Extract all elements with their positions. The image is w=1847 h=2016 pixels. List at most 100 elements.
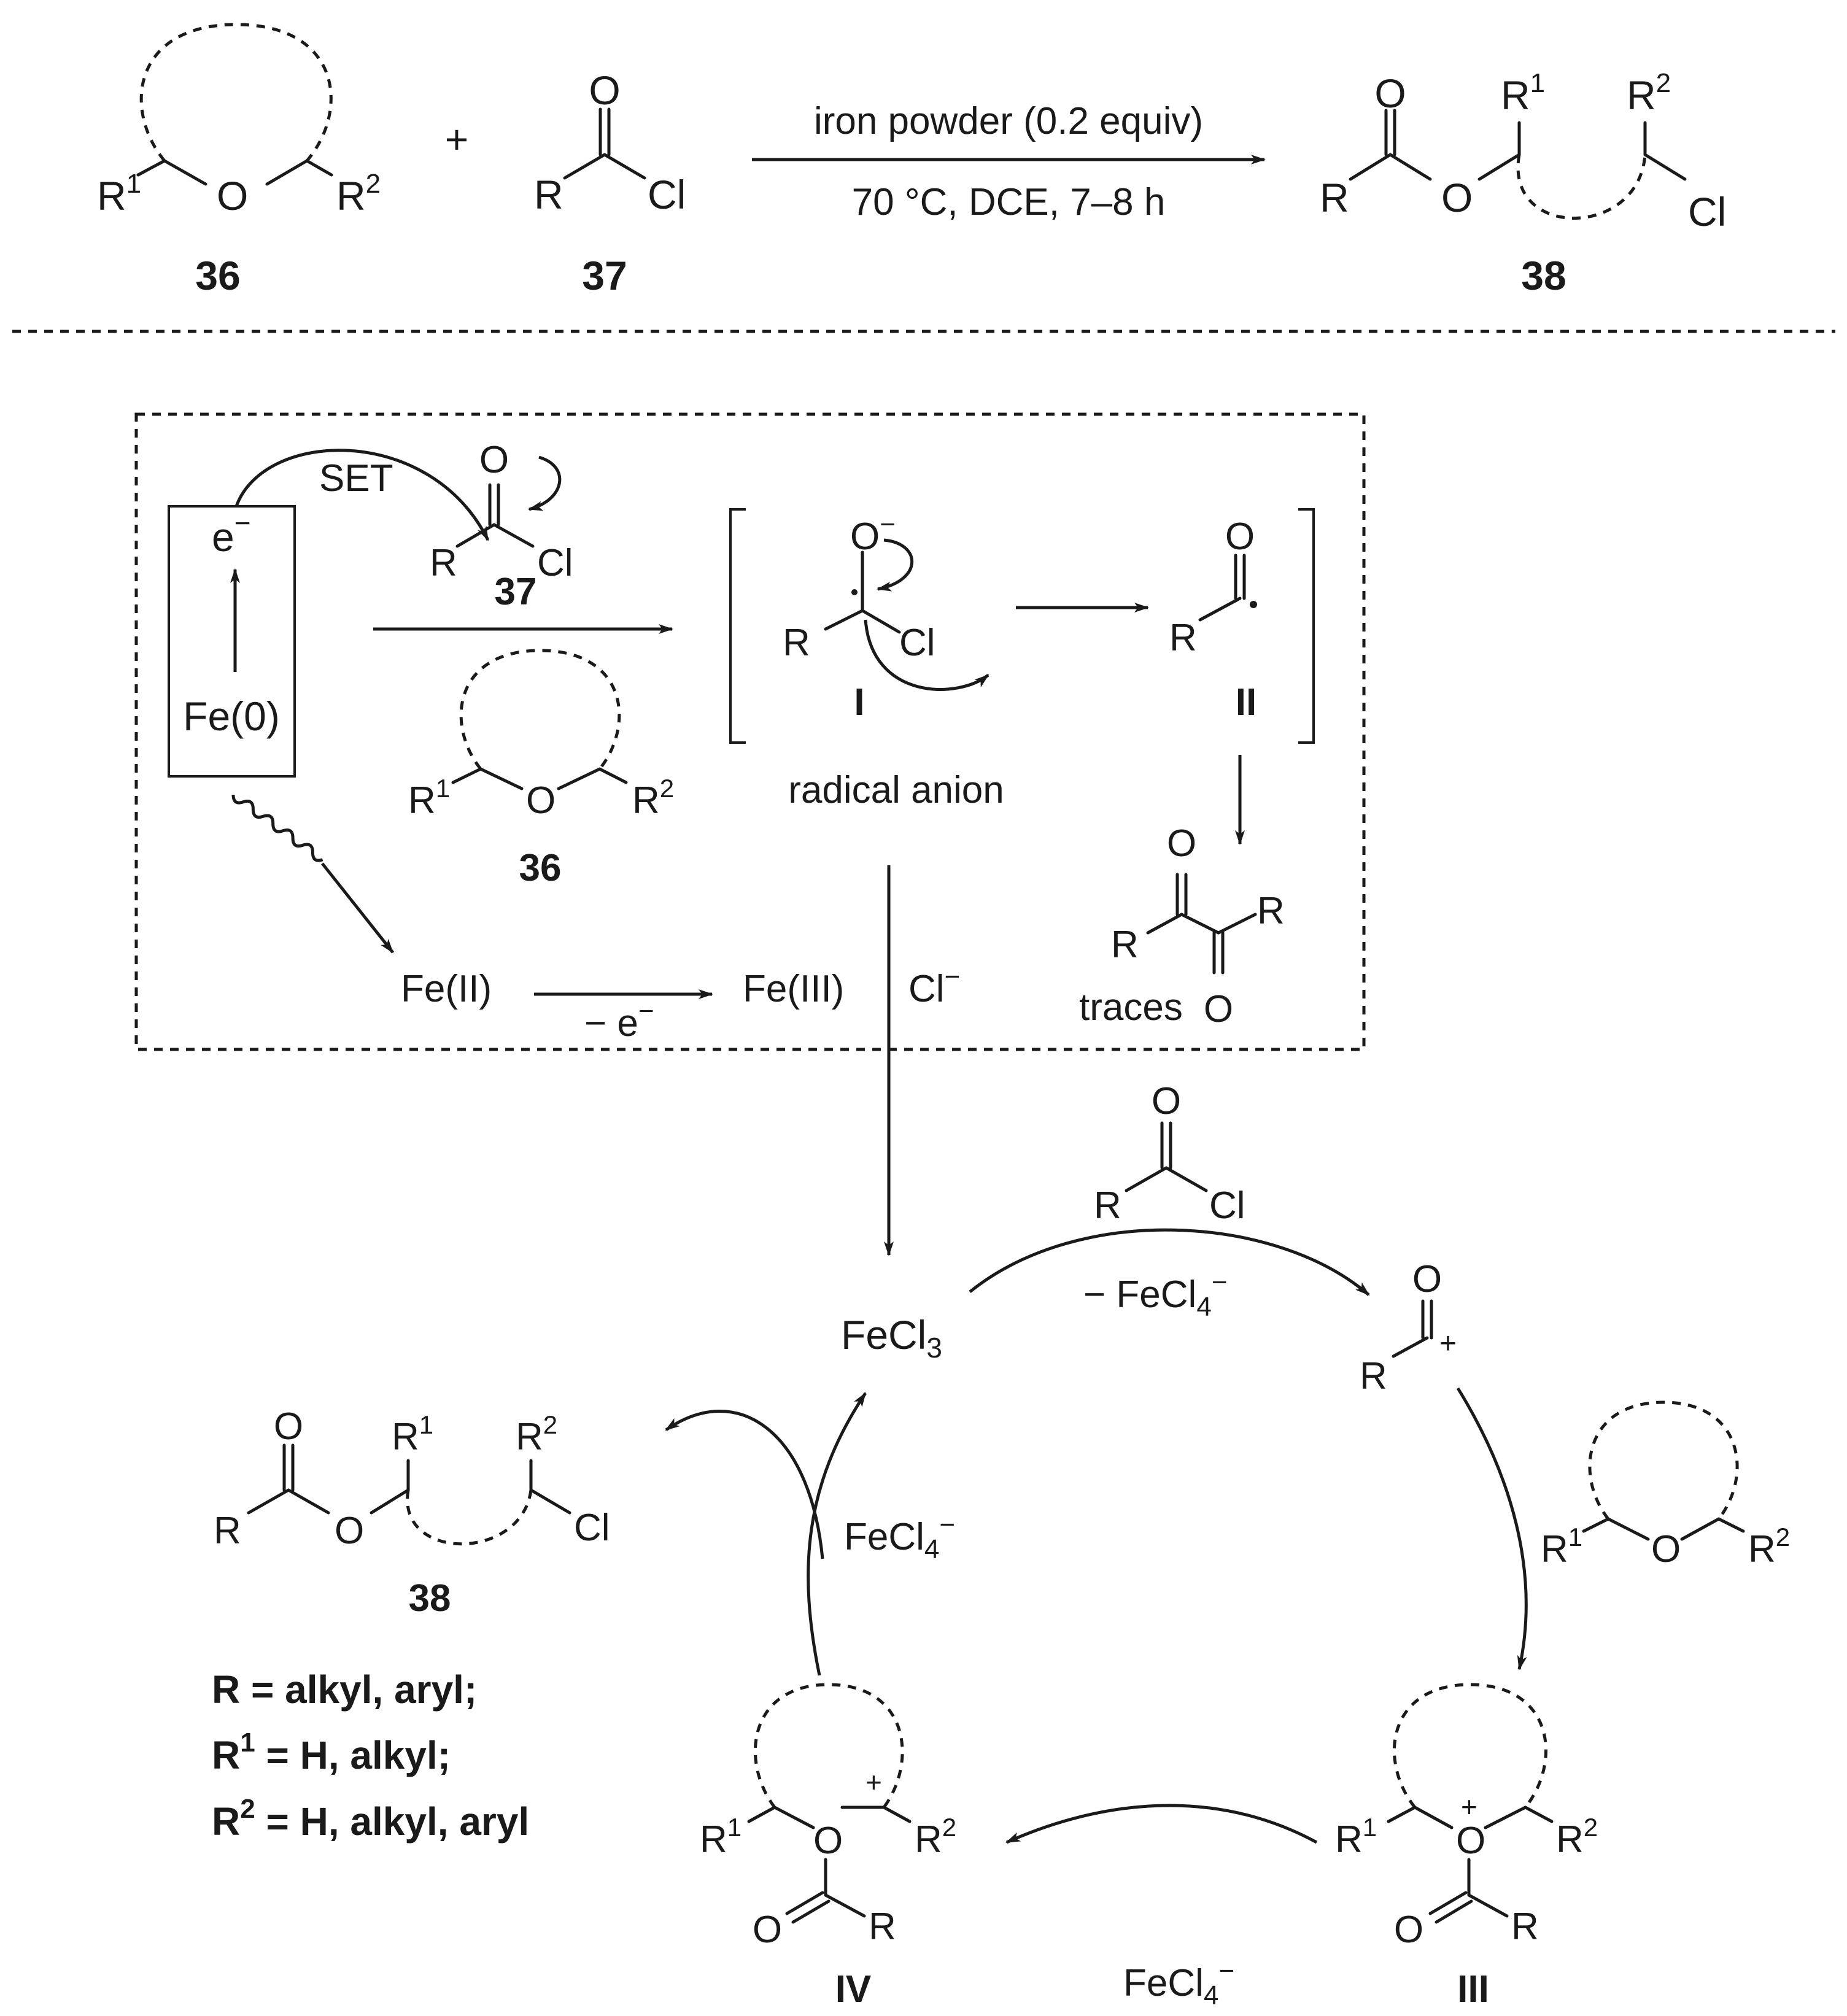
chlorine-label: Cl bbox=[648, 172, 686, 217]
r-label: R bbox=[1094, 1184, 1121, 1227]
r-label-2: R bbox=[1257, 890, 1285, 932]
ether-oxygen: O bbox=[526, 779, 556, 822]
compound-38-top: O R O R1 R2 Cl 38 bbox=[1320, 68, 1726, 298]
cycle-acyl-chloride: O R Cl bbox=[1094, 1080, 1245, 1227]
legend-line-r: R = alkyl, aryl; bbox=[212, 1667, 477, 1712]
carbocation-charge: + bbox=[865, 1766, 882, 1798]
ester-oxygen: O bbox=[335, 1510, 364, 1552]
label-III: III bbox=[1457, 1968, 1489, 2010]
product-release-arrow bbox=[665, 1410, 824, 1559]
radical-dot bbox=[851, 589, 858, 595]
r2-label: R2 bbox=[1627, 68, 1671, 118]
oxonium-oxygen: O bbox=[1456, 1820, 1485, 1862]
radical-dot bbox=[1250, 601, 1257, 608]
intermediate-IV: R1 O + R2 O R IV bbox=[700, 1683, 956, 2010]
compound-37-top: O R Cl 37 bbox=[534, 68, 686, 298]
label-II: II bbox=[1236, 681, 1257, 724]
intermediate-II: O R II bbox=[1169, 516, 1257, 724]
r-label: R bbox=[1169, 617, 1197, 659]
carbonyl-oxygen: O bbox=[1412, 1258, 1442, 1300]
iron-surface: e− Fe(0) bbox=[168, 505, 296, 778]
radical-anion-label: radical anion bbox=[788, 769, 1004, 811]
compound-number-37: 37 bbox=[495, 571, 537, 613]
r-label: R bbox=[1511, 1906, 1539, 1948]
acylium-charge: + bbox=[1439, 1327, 1457, 1360]
r2-label: R2 bbox=[516, 1410, 557, 1458]
ether-attack-arrow bbox=[1456, 1387, 1528, 1670]
compound-number-36: 36 bbox=[519, 847, 562, 889]
mechanism-box bbox=[134, 412, 1366, 1051]
fe-dissolution-arrow bbox=[321, 862, 394, 954]
r-label: R bbox=[534, 172, 563, 217]
label-I: I bbox=[854, 681, 864, 724]
r2-label: R2 bbox=[1556, 1813, 1598, 1861]
fecl4-bottom-label: FeCl4− bbox=[1123, 1956, 1234, 2010]
compound-number-38: 38 bbox=[1521, 253, 1566, 298]
ether-oxygen: O bbox=[1651, 1528, 1681, 1570]
electron-push-arrow bbox=[877, 538, 914, 592]
chlorine-label: Cl bbox=[1688, 189, 1726, 234]
conditions-above: iron powder (0.2 equiv) bbox=[814, 100, 1203, 142]
plus-sign: + bbox=[445, 117, 469, 162]
compound-number-36: 36 bbox=[195, 253, 240, 298]
conditions-below: 70 °C, DCE, 7–8 h bbox=[852, 181, 1166, 223]
iron-surface-box bbox=[168, 505, 296, 778]
chlorine-label: Cl bbox=[574, 1507, 610, 1549]
fe-ii-label: Fe(II) bbox=[401, 968, 492, 1010]
fe0-label: Fe(0) bbox=[183, 693, 280, 739]
r1-label: R1 bbox=[1335, 1813, 1377, 1861]
chloride-label: Cl− bbox=[908, 962, 960, 1010]
substituent-legend: R = alkyl, aryl; R1 = H, alkyl; R2 = H, … bbox=[212, 1667, 529, 1844]
reagent-37-box: O R Cl 37 bbox=[430, 439, 573, 613]
r-label: R bbox=[430, 542, 457, 584]
loss-fecl4-label: − FeCl4− bbox=[1083, 1267, 1228, 1322]
set-curved-arrow bbox=[234, 449, 490, 541]
chlorine-label: Cl bbox=[899, 622, 935, 664]
cycle-ether-36: R1 O R2 bbox=[1541, 1400, 1790, 1570]
compound-36-top: R1 O R2 36 bbox=[97, 23, 381, 298]
compound-number-38: 38 bbox=[409, 1577, 451, 1620]
diketone-byproduct: O R R O traces bbox=[1079, 822, 1285, 1030]
fe-iii-label: Fe(III) bbox=[743, 968, 844, 1010]
bracket-left bbox=[729, 508, 746, 744]
set-label: SET bbox=[319, 457, 393, 500]
r1-label: R1 bbox=[392, 1410, 433, 1458]
r-label: R bbox=[1320, 175, 1349, 220]
oxygen-1: O bbox=[1167, 822, 1196, 865]
r2-label: R2 bbox=[1748, 1523, 1790, 1570]
r2-label: R2 bbox=[336, 169, 381, 218]
regeneration-arrow bbox=[807, 1392, 867, 1676]
product-38-cycle: O R O R1 R2 Cl 38 bbox=[214, 1405, 610, 1620]
legend-line-r1: R1 = H, alkyl; bbox=[212, 1728, 451, 1777]
ether-oxygen: O bbox=[217, 173, 248, 218]
carbonyl-oxygen: O bbox=[1225, 516, 1255, 558]
pi-bond-curved-arrow bbox=[528, 455, 562, 511]
ester-oxygen: O bbox=[1441, 175, 1473, 220]
reaction-conditions: iron powder (0.2 equiv) 70 °C, DCE, 7–8 … bbox=[752, 100, 1266, 223]
r-label: R bbox=[214, 1510, 241, 1552]
intermediate-III: R1 O + R2 O R III bbox=[1335, 1683, 1598, 2010]
carbonyl-oxygen: O bbox=[274, 1405, 303, 1448]
carbonyl-oxygen: O bbox=[1374, 71, 1406, 116]
fecl4-left-label: FeCl4− bbox=[844, 1510, 955, 1564]
fecl3-label: FeCl3 bbox=[841, 1312, 942, 1364]
r1-label: R1 bbox=[97, 169, 141, 218]
r1-label: R1 bbox=[700, 1813, 742, 1861]
r-label-1: R bbox=[1111, 924, 1139, 966]
carbonyl-oxygen: O bbox=[589, 68, 620, 113]
carbonyl-oxygen: O bbox=[753, 1909, 782, 1951]
compound-number-37: 37 bbox=[582, 253, 627, 298]
r2-label: R2 bbox=[632, 774, 674, 822]
intermediate-I: O− R Cl I bbox=[783, 509, 989, 724]
oxonium-charge: + bbox=[1461, 1791, 1477, 1823]
r1-label: R1 bbox=[1501, 68, 1545, 118]
acylation-arrow bbox=[969, 1228, 1370, 1296]
acylium-ion: O R + bbox=[1360, 1258, 1457, 1397]
ring-opening-arrow bbox=[1005, 1804, 1318, 1844]
legend-line-r2: R2 = H, alkyl, aryl bbox=[212, 1794, 529, 1844]
oxidation-label: − e− bbox=[584, 996, 654, 1045]
oxygen-2: O bbox=[1204, 988, 1233, 1030]
r1-label: R1 bbox=[408, 774, 450, 822]
ester-oxygen: O bbox=[813, 1820, 843, 1862]
